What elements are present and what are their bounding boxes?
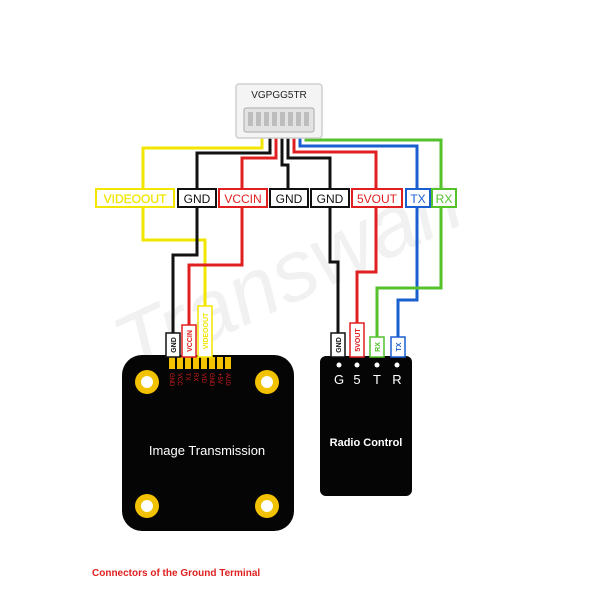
radio-wire-tag-gnd: GND [330, 332, 346, 358]
svg-text:AUD: AUD [224, 373, 230, 386]
svg-text:VID: VID [200, 373, 206, 384]
pin-label-gnd-1: GND [177, 188, 217, 208]
svg-text:VIDEOOUT: VIDEOOUT [203, 312, 210, 349]
pin-label-row: VIDEOOUT GND VCCIN GND GND 5VOUT TX RX [95, 188, 457, 208]
svg-text:5VOUT: 5VOUT [357, 192, 398, 206]
svg-text:RX: RX [436, 192, 453, 206]
svg-text:GND: GND [168, 373, 174, 387]
svg-text:RX: RX [375, 342, 382, 352]
svg-text:TX: TX [410, 192, 425, 206]
radio-pin-letters: G 5 T R [334, 372, 402, 387]
wires [141, 138, 443, 337]
pad-labels: GND VCC TX RX VID GND +5V AUD [168, 373, 230, 387]
svg-text:GND: GND [317, 192, 344, 206]
connector-label: VGPGG5TR [251, 90, 307, 101]
svg-text:5: 5 [353, 372, 360, 387]
pin-label-tx: TX [405, 188, 431, 208]
radio-wire-tag-tx: TX [390, 336, 406, 358]
svg-text:TX: TX [396, 342, 403, 351]
radio-pin-holes [336, 362, 400, 368]
svg-text:T: T [373, 372, 381, 387]
pin-label-videoout: VIDEOOUT [95, 188, 175, 208]
radio-wire-tag-rx: RX [369, 336, 385, 358]
pin-label-gnd-3: GND [310, 188, 350, 208]
svg-text:G: G [334, 372, 344, 387]
wire-gnd-mid [280, 138, 290, 188]
svg-text:TX: TX [184, 373, 190, 381]
radio-wire-tags: GND 5VOUT RX TX [330, 322, 406, 358]
radio-control-title: Radio Control [330, 437, 403, 449]
pin-label-rx: RX [431, 188, 457, 208]
svg-text:VCCIN: VCCIN [187, 330, 194, 352]
pin-label-vccin: VCCIN [218, 188, 268, 208]
wire-tx [298, 138, 419, 337]
mounting-hole-icon [135, 370, 279, 518]
image-transmission-board: GND VCC TX RX VID GND +5V AUD Image Tran… [122, 355, 294, 531]
wire-rx [304, 138, 443, 337]
svg-text:+5V: +5V [216, 373, 222, 384]
wire-5vout [292, 138, 378, 323]
wire-vccin [187, 138, 278, 333]
connector-housing [243, 107, 315, 133]
solder-pads [169, 357, 231, 369]
svg-text:VCCIN: VCCIN [224, 192, 261, 206]
svg-text:GND: GND [208, 373, 214, 387]
radio-wire-tag-5vout: 5VOUT [349, 322, 365, 358]
radio-control-board: G 5 T R Radio Control [320, 356, 412, 496]
image-transmission-title: Image Transmission [149, 443, 265, 458]
svg-text:VCC: VCC [176, 373, 182, 386]
image-wire-tag-videoout: VIDEOOUT [197, 305, 213, 358]
svg-text:GND: GND [171, 337, 178, 353]
wire-gnd-image [171, 138, 272, 333]
image-wire-tag-gnd: GND [165, 332, 181, 358]
connector: VGPGG5TR [235, 83, 323, 139]
svg-text:R: R [392, 372, 401, 387]
svg-text:VIDEOOUT: VIDEOOUT [104, 192, 167, 206]
image-wire-tag-vccin: VCCIN [181, 324, 197, 358]
pin-label-gnd-2: GND [269, 188, 309, 208]
image-wire-tags: GND VCCIN VIDEOOUT [165, 305, 213, 358]
svg-text:GND: GND [336, 337, 343, 353]
pin-label-5vout: 5VOUT [351, 188, 403, 208]
svg-text:RX: RX [192, 373, 198, 381]
wire-videoout [141, 138, 264, 333]
svg-text:5VOUT: 5VOUT [355, 328, 362, 352]
footer-caption: Connectors of the Ground Terminal [92, 568, 261, 579]
svg-text:GND: GND [184, 192, 211, 206]
svg-text:GND: GND [276, 192, 303, 206]
wire-gnd-radio [286, 138, 340, 333]
